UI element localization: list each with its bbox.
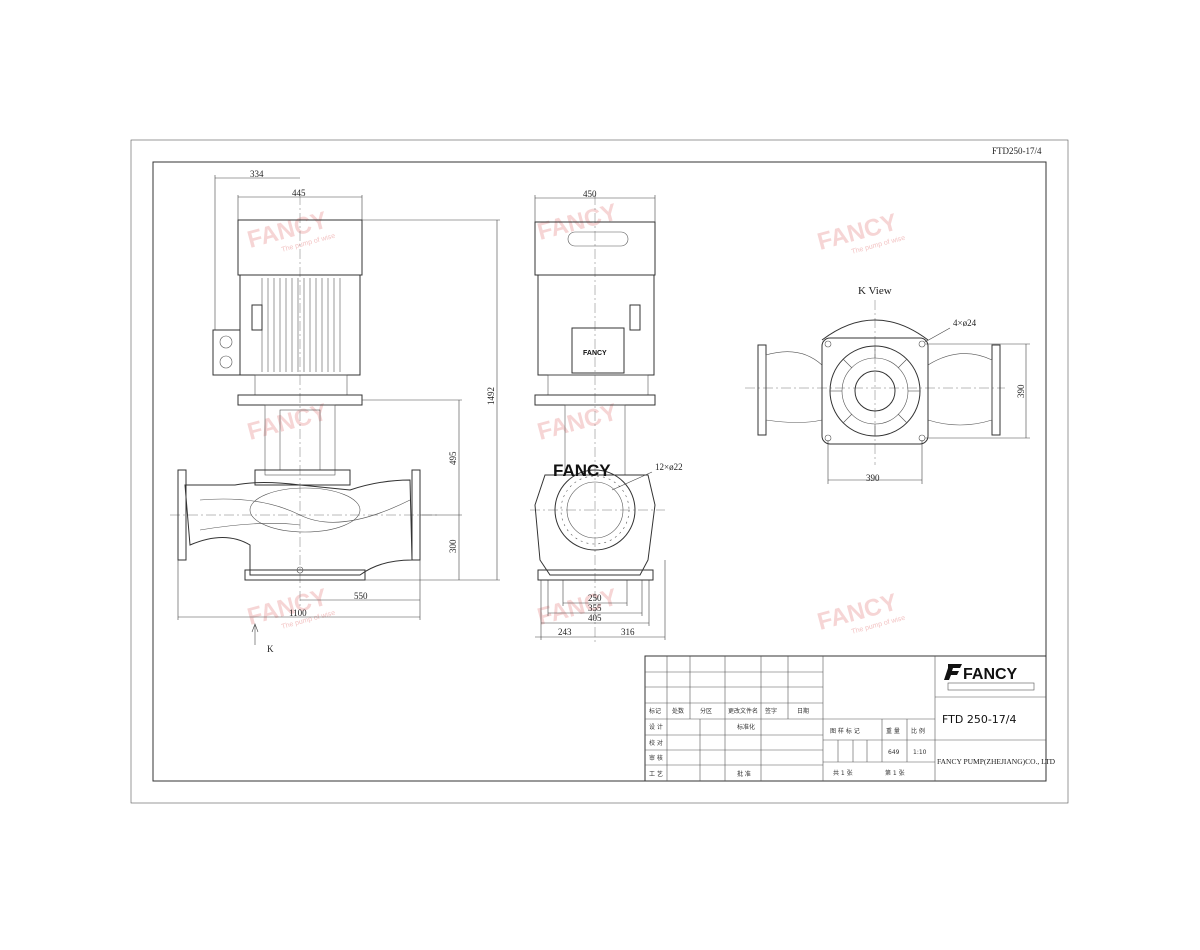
mark-header: 图 样 标 记 (830, 727, 860, 735)
scale-header: 比 例 (911, 727, 925, 735)
k-view-dim-horizontal: 390 (866, 473, 880, 483)
dim-316: 316 (621, 627, 635, 637)
dim-334: 334 (250, 169, 264, 179)
dim-300: 300 (448, 539, 458, 553)
standardize-label: 标准化 (737, 723, 755, 731)
k-view-title: K View (858, 285, 892, 297)
sheet-total: 共 1 张 (833, 769, 853, 777)
scale-value: 1:10 (913, 749, 927, 756)
row-check: 校 对 (649, 739, 663, 747)
svg-text:FANCY: FANCY (245, 399, 331, 446)
k-view-dim-vertical: 390 (1016, 384, 1026, 398)
svg-text:FANCY: FANCY (535, 584, 621, 631)
dim-405: 405 (588, 613, 602, 623)
k-view-arrow-label: K (267, 644, 274, 654)
rev-header-doc: 更改文件名 (728, 707, 758, 715)
svg-text:FANCY: FANCY (535, 399, 621, 446)
nameplate-text: FANCY (583, 350, 607, 357)
holes-label-12x22: 12×ø22 (655, 462, 683, 472)
fancy-logo: FANCY (963, 666, 1018, 683)
row-design: 设 计 (649, 723, 663, 731)
weight-header: 重 量 (886, 727, 900, 735)
row-process: 工 艺 (649, 770, 663, 778)
model-name: FTD 250-17/4 (942, 713, 1017, 726)
dim-445: 445 (292, 188, 306, 198)
approve-label: 批 准 (737, 770, 751, 778)
rev-header-mark: 标记 (649, 707, 661, 715)
weight-value: 649 (888, 749, 900, 756)
side-view: FANCY FANCY 12×ø22 450 250 355 405 243 3… (530, 189, 683, 645)
holes-label-4x24: 4×ø24 (953, 318, 977, 328)
dim-1492: 1492 (486, 387, 496, 405)
rev-header-zone: 分区 (700, 707, 712, 715)
rev-header-sign: 签字 (765, 707, 777, 715)
dim-550: 550 (354, 591, 368, 601)
title-block: 标记 处数 分区 更改文件名 签字 日期 设 计 校 对 审 核 工 艺 标准化… (644, 655, 1056, 782)
outer-border (130, 139, 1069, 804)
sheet-number: 第 1 张 (885, 769, 905, 777)
dim-450: 450 (583, 189, 597, 199)
inner-border (152, 161, 1047, 782)
fancy-logo-side: FANCY (553, 461, 611, 480)
row-review: 审 核 (649, 754, 663, 762)
dim-243: 243 (558, 627, 572, 637)
dim-250: 250 (588, 593, 602, 603)
rev-header-count: 处数 (672, 707, 684, 715)
dim-1100: 1100 (289, 608, 307, 618)
drawing-number: FTD250-17/4 (992, 146, 1042, 156)
front-view: 334 445 1492 495 300 550 1100 K (170, 169, 500, 654)
company-name: FANCY PUMP(ZHEJIANG)CO., LTD (937, 757, 1056, 766)
k-view: K View 4×ø24 390 390 (745, 285, 1030, 484)
rev-header-date: 日期 (797, 707, 809, 715)
fancy-logo-icon (944, 664, 962, 680)
dim-355: 355 (588, 603, 602, 613)
dim-495: 495 (448, 451, 458, 465)
